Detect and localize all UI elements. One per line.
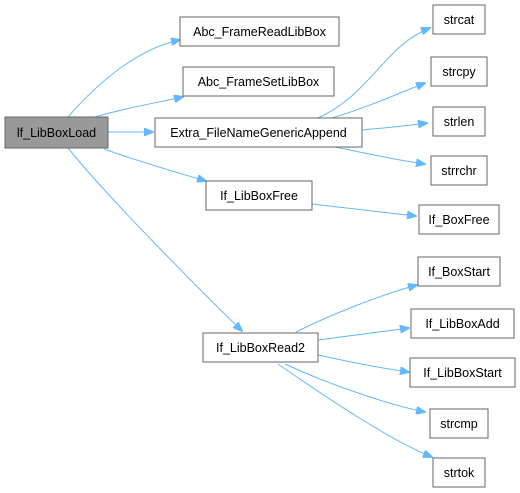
node-strcpy[interactable]: strcpy: [430, 56, 488, 87]
node-label: strtok: [444, 466, 475, 480]
edge-extra-to-strlen: [361, 123, 427, 131]
node-strtok[interactable]: strtok: [432, 457, 486, 488]
node-if-libboxread2[interactable]: If_LibBoxRead2: [202, 332, 319, 363]
node-if-libboxfree[interactable]: If_LibBoxFree: [205, 180, 313, 211]
node-strcmp[interactable]: strcmp: [429, 408, 489, 439]
node-label: If_BoxFree: [428, 213, 489, 227]
edge-free-to-boxfree: [311, 203, 416, 216]
node-strcat[interactable]: strcat: [432, 4, 486, 35]
node-abc-framereadlibbox[interactable]: Abc_FrameReadLibBox: [179, 16, 340, 47]
edge-extra-to-strcpy: [331, 83, 425, 119]
node-label: Abc_FrameReadLibBox: [193, 25, 326, 39]
edge-read2-to-libboxadd: [317, 328, 409, 341]
edge-read2-to-strtok: [277, 363, 432, 457]
node-if-boxstart[interactable]: If_BoxStart: [417, 256, 501, 287]
node-label: Abc_FrameSetLibBox: [198, 75, 320, 89]
node-strlen[interactable]: strlen: [432, 106, 486, 137]
node-label: strrchr: [441, 164, 476, 178]
node-label: strcpy: [442, 65, 476, 79]
node-label: lf_LibBoxLoad: [17, 126, 96, 140]
edge-read2-to-boxstart: [295, 285, 417, 333]
edge-extra-to-strrchr: [334, 146, 425, 164]
node-label: If_LibBoxFree: [220, 189, 298, 203]
node-abc-framesetlibbox[interactable]: Abc_FrameSetLibBox: [182, 66, 335, 97]
edge-root-to-read2: [67, 147, 242, 331]
edge-root-to-free: [103, 148, 206, 181]
edge-root-to-abc-set: [94, 97, 183, 118]
node-label: Extra_FileNameGenericAppend: [170, 126, 347, 140]
node-if-libboxadd[interactable]: If_LibBoxAdd: [410, 308, 515, 339]
edges: [67, 28, 432, 457]
edge-root-to-abc-read: [67, 40, 180, 118]
node-lf-libboxload[interactable]: lf_LibBoxLoad: [4, 116, 109, 149]
node-label: If_LibBoxAdd: [425, 317, 499, 331]
node-if-boxfree[interactable]: If_BoxFree: [418, 204, 500, 235]
node-extra-filenamegenericappend[interactable]: Extra_FileNameGenericAppend: [154, 117, 363, 148]
node-label: strlen: [444, 115, 475, 129]
node-label: strcat: [444, 13, 475, 27]
edge-read2-to-strcmp: [284, 363, 425, 412]
edge-read2-to-libboxstart: [317, 354, 409, 372]
node-label: If_BoxStart: [428, 265, 490, 279]
node-strrchr[interactable]: strrchr: [430, 155, 488, 186]
node-label: If_LibBoxRead2: [216, 341, 305, 355]
node-if-libboxstart[interactable]: If_LibBoxStart: [409, 357, 516, 388]
node-label: strcmp: [440, 417, 478, 431]
node-label: If_LibBoxStart: [423, 366, 502, 380]
edge-extra-to-strcat: [317, 28, 430, 119]
